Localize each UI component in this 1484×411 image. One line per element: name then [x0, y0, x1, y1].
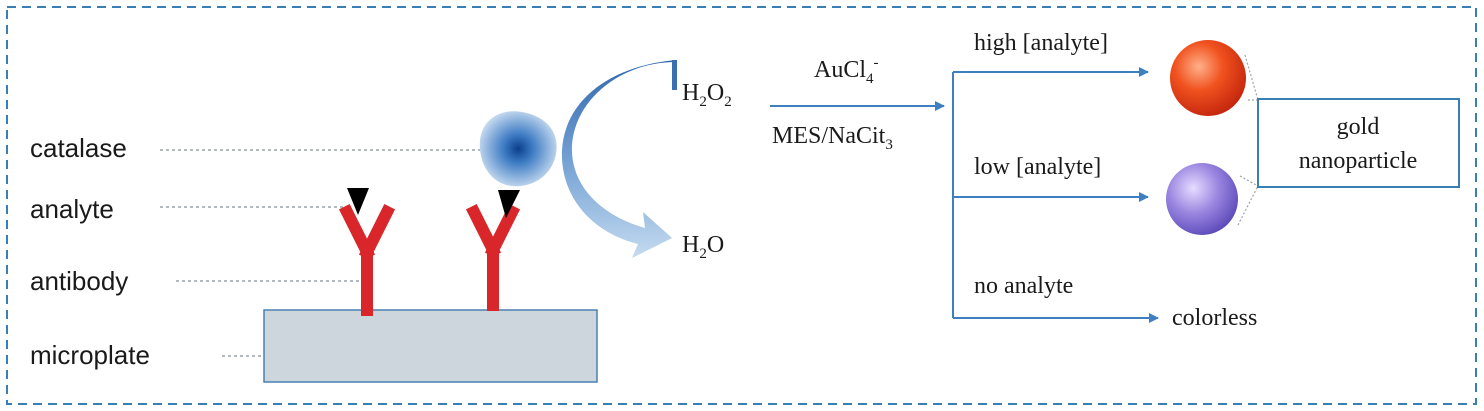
- reagent-mes-nacit: MES/NaCit3: [772, 123, 893, 153]
- branch-label-high: high [analyte]: [974, 30, 1108, 56]
- label-microplate: microplate: [30, 340, 150, 370]
- callout-line-low: [1237, 185, 1259, 226]
- catalase-blob-icon: [479, 111, 557, 187]
- antibody-y-icon: [465, 203, 521, 311]
- label-analyte: analyte: [30, 194, 114, 224]
- label-catalase: catalase: [30, 133, 127, 163]
- gold-nanoparticle-icon: [1166, 163, 1238, 235]
- gold-nanoparticle-icon: [1170, 40, 1246, 116]
- microplate: [263, 309, 598, 383]
- h2o-label: H2O: [682, 232, 724, 262]
- callout-line-high: [1244, 54, 1259, 101]
- label-antibody: antibody: [30, 266, 128, 296]
- branch-label-low: low [analyte]: [974, 154, 1101, 180]
- analyte-triangle-icon: [498, 190, 520, 218]
- callout-box: [1257, 98, 1460, 188]
- reagent-aucl4: AuCl4-: [814, 55, 879, 87]
- diagram-frame: [6, 6, 1477, 405]
- branch-label-none: no analyte: [974, 273, 1073, 299]
- antibody-y-icon: [338, 203, 396, 316]
- analyte-triangle-icon: [347, 188, 369, 215]
- colorless-label: colorless: [1172, 305, 1257, 331]
- callout-line2: nanoparticle: [1299, 148, 1418, 174]
- h2o2-label: H2O2: [682, 80, 732, 110]
- callout-line-low-b: [1239, 175, 1259, 187]
- conversion-arrow-icon: [561, 60, 677, 258]
- callout-line1: gold: [1337, 114, 1380, 140]
